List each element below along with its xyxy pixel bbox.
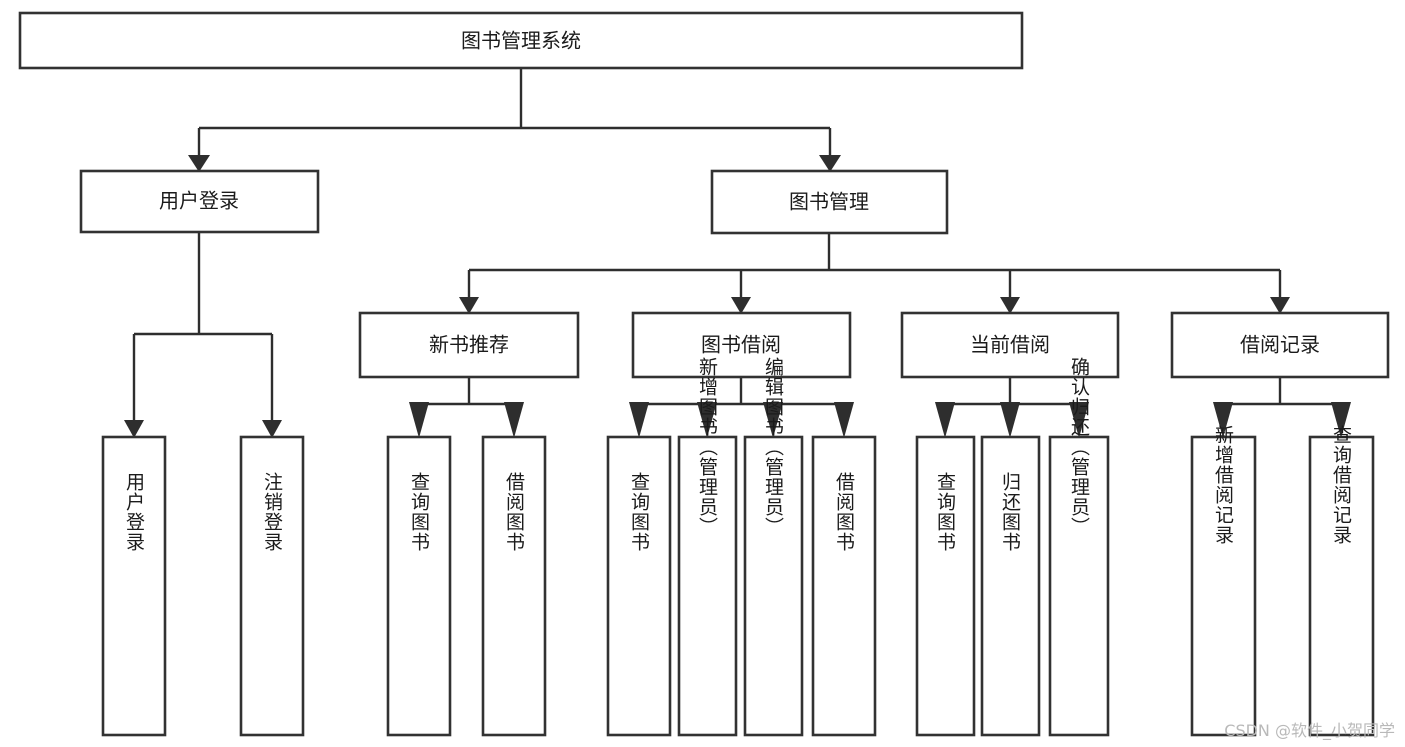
node-user-login-label: 用户登录: [159, 189, 239, 213]
node-book-management[interactable]: 图书管理: [710, 169, 949, 235]
leaf-user-login[interactable]: 用户登录: [101, 435, 167, 737]
leaf-add-borrow-record-label: 新增借阅记录: [1212, 425, 1234, 545]
leaf-confirm-return-admin-box[interactable]: [1048, 435, 1110, 737]
node-user-login[interactable]: 用户登录: [79, 169, 320, 234]
arrowhead-record-child-1: [1213, 402, 1233, 438]
csdn-watermark: CSDN @软件_小贺同学: [1224, 721, 1395, 740]
node-new-book-recommend-label: 新书推荐: [429, 333, 509, 357]
leaf-logout[interactable]: 注销登录: [239, 435, 305, 737]
leaf-return-book-box[interactable]: [980, 435, 1041, 737]
leaf-add-book-admin-box[interactable]: [677, 435, 738, 737]
arrowhead-books: [819, 155, 841, 172]
arrowhead-books-child-3: [1000, 297, 1020, 314]
node-borrow-record-box[interactable]: [1170, 311, 1390, 379]
leaf-query-borrow-record-box[interactable]: [1308, 435, 1375, 737]
arrowhead-books-child-4: [1270, 297, 1290, 314]
leaf-add-book-admin-label: 新增图书（管理员）: [696, 357, 718, 537]
leaf-query-book-1[interactable]: 查询图书: [386, 435, 452, 737]
leaf-borrow-book-1-label: 借阅图书: [503, 472, 525, 552]
arrowhead-record-child-2: [1331, 402, 1351, 438]
leaf-query-borrow-record[interactable]: 查询借阅记录: [1308, 425, 1375, 737]
leaf-query-book-2-label: 查询图书: [628, 472, 650, 552]
leaf-borrow-book-1[interactable]: 借阅图书: [481, 435, 547, 737]
leaf-borrow-book-2[interactable]: 借阅图书: [811, 435, 877, 737]
leaf-edit-book-admin-box[interactable]: [743, 435, 804, 737]
arrowhead-borrow-child-4: [834, 402, 854, 438]
arrowhead-current-child-1: [935, 402, 955, 438]
arrowhead-current-child-2: [1000, 402, 1020, 438]
arrowhead-newbook-child-1: [409, 402, 429, 438]
leaf-query-borrow-record-label: 查询借阅记录: [1330, 425, 1352, 545]
node-user-login-box[interactable]: [79, 169, 320, 234]
leaf-edit-book-admin[interactable]: 编辑图书（管理员）: [743, 357, 804, 737]
leaf-confirm-return-admin[interactable]: 确认归还（管理员）: [1048, 357, 1110, 737]
leaf-query-book-2-box[interactable]: [606, 435, 672, 737]
node-borrow-record[interactable]: 借阅记录: [1170, 311, 1390, 379]
arrowhead-books-child-1: [459, 297, 479, 314]
arrowhead-current-child-3: [1069, 402, 1089, 438]
node-root-label: 图书管理系统: [461, 29, 581, 53]
leaf-query-book-2[interactable]: 查询图书: [606, 435, 672, 737]
node-book-borrow-label: 图书借阅: [701, 333, 781, 357]
leaf-query-book-3[interactable]: 查询图书: [915, 435, 976, 737]
node-new-book-recommend[interactable]: 新书推荐: [358, 311, 580, 379]
leaf-edit-book-admin-label: 编辑图书（管理员）: [762, 357, 784, 537]
leaf-query-book-1-box[interactable]: [386, 435, 452, 737]
node-book-borrow-box[interactable]: [631, 311, 852, 379]
leaf-borrow-book-2-label: 借阅图书: [833, 472, 855, 552]
node-borrow-record-label: 借阅记录: [1240, 333, 1320, 357]
leaf-add-borrow-record[interactable]: 新增借阅记录: [1190, 425, 1257, 737]
node-book-borrow[interactable]: 图书借阅: [631, 311, 852, 379]
node-book-management-box[interactable]: [710, 169, 949, 235]
arrowhead-borrow-child-3: [763, 402, 783, 438]
arrowhead-books-child-2: [731, 297, 751, 314]
leaf-query-book-1-label: 查询图书: [408, 472, 430, 552]
node-new-book-recommend-box[interactable]: [358, 311, 580, 379]
leaf-return-book-label: 归还图书: [999, 472, 1021, 552]
node-root[interactable]: 图书管理系统: [18, 11, 1024, 70]
leaf-return-book[interactable]: 归还图书: [980, 435, 1041, 737]
node-root-box[interactable]: [18, 11, 1024, 70]
arrowhead-borrow-child-1: [629, 402, 649, 438]
leaf-logout-box[interactable]: [239, 435, 305, 737]
leaf-user-login-box[interactable]: [101, 435, 167, 737]
arrowhead-borrow-child-2: [697, 402, 717, 438]
node-current-borrow-box[interactable]: [900, 311, 1120, 379]
leaf-add-book-admin[interactable]: 新增图书（管理员）: [677, 357, 738, 737]
connector-layer: [124, 68, 1351, 438]
leaf-borrow-book-1-box[interactable]: [481, 435, 547, 737]
leaf-add-borrow-record-box[interactable]: [1190, 435, 1257, 737]
leaf-borrow-book-2-box[interactable]: [811, 435, 877, 737]
arrowhead-login: [188, 155, 210, 172]
leaf-logout-label: 注销登录: [261, 472, 283, 552]
leaf-query-book-3-label: 查询图书: [934, 472, 956, 552]
node-current-borrow-label: 当前借阅: [970, 333, 1050, 357]
leaf-user-login-label: 用户登录: [123, 472, 145, 552]
arrowhead-newbook-child-2: [504, 402, 524, 438]
arrowhead-login-child-1: [124, 420, 144, 438]
leaf-confirm-return-admin-label: 确认归还（管理员）: [1068, 357, 1090, 537]
arrowhead-login-child-2: [262, 420, 282, 438]
leaf-query-book-3-box[interactable]: [915, 435, 976, 737]
node-current-borrow[interactable]: 当前借阅: [900, 311, 1120, 379]
node-book-management-label: 图书管理: [789, 190, 869, 214]
